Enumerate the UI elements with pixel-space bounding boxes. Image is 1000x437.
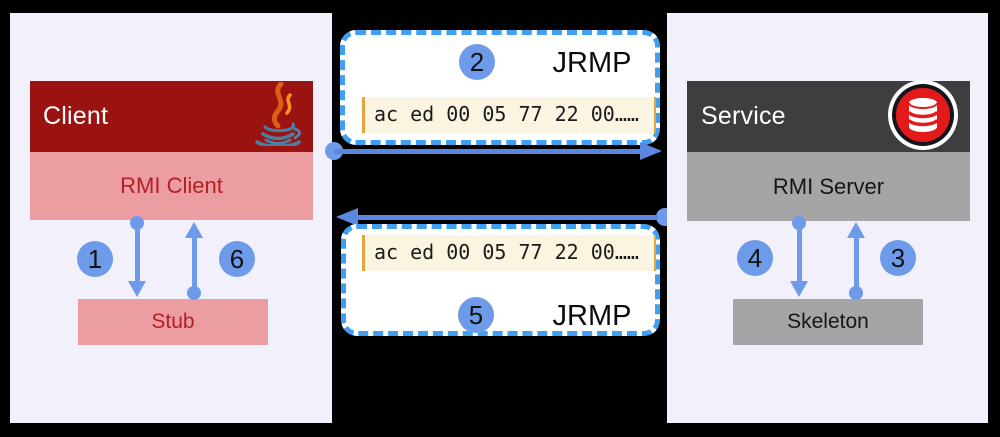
step-badge-6: 6 [219,241,255,277]
step-badge-5: 5 [458,297,494,333]
service-panel: Service RMI Server Skeleton [667,13,988,423]
database-icon [888,80,958,150]
response-payload: ac ed 00 05 77 22 00…… [362,235,656,271]
arrow-head-up-icon [185,222,203,238]
arrow-line [192,237,197,293]
step-number: 2 [469,46,485,77]
arrow-line [135,223,140,282]
arrow-line [797,223,802,282]
request-protocol-label: JRMP [552,47,632,79]
step-number: 3 [890,242,906,273]
arrow-origin-dot [187,286,201,300]
service-title: Service [701,102,786,130]
step-number: 1 [87,243,103,274]
request-payload: ac ed 00 05 77 22 00…… [362,97,656,133]
rmi-client-label: RMI Client [120,173,223,198]
arrow-line [356,215,658,220]
stub-box: Stub [78,299,268,345]
arrow-head-right-icon [640,142,662,160]
rmi-client-box: RMI Client [30,152,313,220]
arrow-line [854,237,859,293]
arrow-head-down-icon [790,281,808,297]
step-number: 5 [468,299,484,330]
step-badge-1: 1 [77,241,113,277]
rmi-server-label: RMI Server [772,173,885,199]
skeleton-label: Skeleton [787,310,869,333]
step-number: 6 [229,243,245,274]
skeleton-box: Skeleton [733,299,923,345]
arrow-origin-dot [849,286,863,300]
step-badge-4: 4 [737,240,773,276]
java-logo-icon [255,82,301,146]
response-protocol-label: JRMP [552,300,632,332]
client-header: Client [30,81,313,152]
client-panel: Client RMI Client Stub [10,13,332,423]
rmi-server-box: RMI Server [687,152,970,221]
arrow-head-down-icon [128,281,146,297]
arrow-head-up-icon [847,222,865,238]
stub-label: Stub [151,310,195,333]
client-title: Client [43,102,109,130]
step-badge-3: 3 [880,240,916,276]
step-badge-2: 2 [459,44,495,80]
arrow-head-left-icon [336,208,358,226]
arrow-line [334,149,642,154]
step-number: 4 [747,242,763,273]
